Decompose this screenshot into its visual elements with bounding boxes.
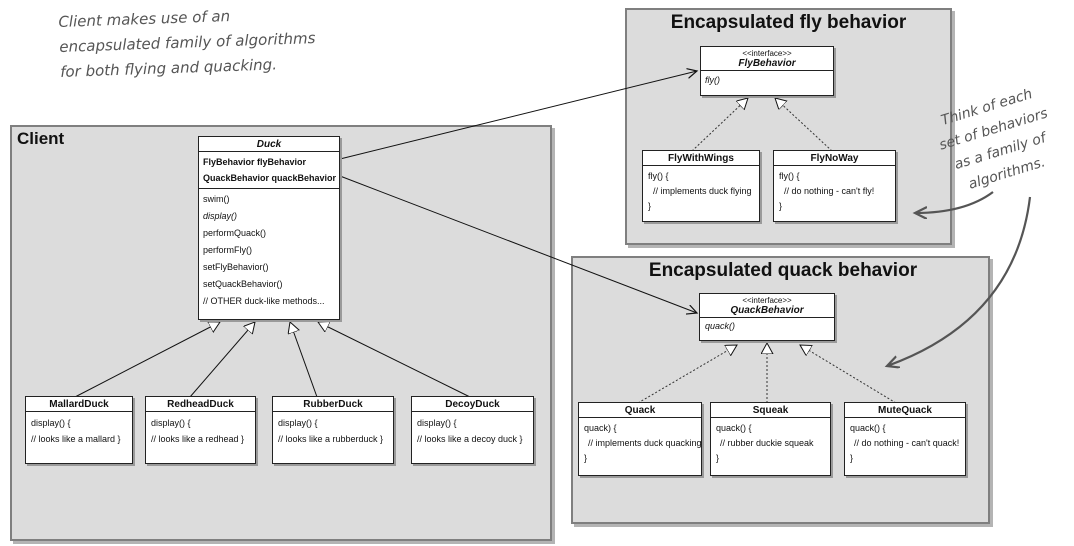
class-body-line: // looks like a redhead } [151, 434, 245, 444]
class-name: DecoyDuck [445, 399, 500, 410]
duck-method: performFly() [203, 245, 252, 255]
quack-class: Quack quack) { // implements duck quacki… [578, 402, 702, 476]
duck-method: swim() [203, 194, 230, 204]
class-body-line: } [584, 453, 588, 463]
rubber-inherit-line [290, 322, 318, 398]
duck-class-header: Duck [199, 137, 339, 152]
flynoway-realize-line [775, 98, 833, 152]
note-arrow-to-quack [887, 196, 1032, 366]
duck-methods: swim() display() performQuack() performF… [199, 189, 339, 312]
interface-name: FlyBehavior [738, 58, 796, 69]
class-body-line: // looks like a decoy duck } [417, 434, 523, 444]
class-body-line: // looks like a mallard } [31, 434, 121, 444]
class-body-line: display() { [31, 418, 71, 428]
class-body-line: // implements duck quacking [588, 438, 702, 448]
class-name: MallardDuck [49, 399, 109, 410]
quack-realize-line [637, 345, 737, 404]
class-body-line: quack() { [716, 423, 752, 433]
duck-class: Duck FlyBehavior flyBehavior QuackBehavi… [198, 136, 340, 320]
squeak-class: Squeak quack() { // rubber duckie squeak… [710, 402, 831, 476]
redhead-inherit-line [189, 322, 255, 398]
duck-fields: FlyBehavior flyBehavior QuackBehavior qu… [199, 152, 339, 189]
note-arrow-to-fly [915, 191, 994, 213]
class-body-line: // rubber duckie squeak [720, 438, 814, 448]
class-body-line: // looks like a rubberduck } [278, 434, 384, 444]
mutequack-realize-line [800, 345, 897, 404]
fly-association-arrow [339, 71, 697, 160]
duck-method: setQuackBehavior() [203, 279, 283, 289]
class-body-line: } [850, 453, 854, 463]
duck-class-name: Duck [256, 139, 282, 150]
mallard-duck-class: MallardDuck display() { // looks like a … [25, 396, 133, 464]
class-body-line: // do nothing - can't fly! [784, 186, 875, 196]
class-body-line: // implements duck flying [653, 186, 752, 196]
class-body-line: quack() { [850, 423, 886, 433]
client-panel-title: Client [17, 129, 65, 148]
class-body-line: fly() { [648, 171, 669, 181]
quack-association-arrow [339, 175, 697, 313]
interface-method: quack() [705, 321, 736, 331]
class-name: RubberDuck [303, 399, 363, 410]
fly-no-way-class: FlyNoWay fly() { // do nothing - can't f… [773, 150, 896, 222]
class-body-line: } [779, 201, 783, 211]
duck-field: QuackBehavior quackBehavior [203, 173, 337, 183]
class-body-line: fly() { [779, 171, 800, 181]
fly-behavior-interface: <<interface>> FlyBehavior fly() [700, 46, 834, 96]
mallard-inherit-line [74, 322, 220, 398]
class-name: MuteQuack [878, 405, 932, 416]
class-body-line: // do nothing - can't quack! [854, 438, 960, 448]
decoy-duck-class: DecoyDuck display() { // looks like a de… [411, 396, 534, 464]
quack-behavior-interface: <<interface>> QuackBehavior quack() [699, 293, 835, 341]
duck-method: display() [203, 211, 238, 221]
class-name: Squeak [752, 405, 789, 416]
interface-name: QuackBehavior [730, 305, 804, 316]
fly-with-wings-class: FlyWithWings fly() { // implements duck … [642, 150, 760, 222]
duck-field: FlyBehavior flyBehavior [203, 157, 307, 167]
class-body-line: display() { [417, 418, 457, 428]
mute-quack-class: MuteQuack quack() { // do nothing - can'… [844, 402, 966, 476]
class-body-line: quack) { [584, 423, 617, 433]
class-name: RedheadDuck [167, 399, 234, 410]
duck-method: setFlyBehavior() [203, 262, 269, 272]
interface-method: fly() [705, 75, 720, 85]
class-body-line: display() { [151, 418, 191, 428]
quack-panel-title: Encapsulated quack behavior [648, 260, 918, 281]
class-name: FlyWithWings [668, 153, 734, 164]
class-name: Quack [624, 405, 656, 416]
class-body-line: } [716, 453, 720, 463]
flywithwings-realize-line [691, 98, 748, 152]
interface-stereotype: <<interface>> [742, 49, 792, 58]
redhead-duck-class: RedheadDuck display() { // looks like a … [145, 396, 256, 464]
duck-method: // OTHER duck-like methods... [203, 296, 325, 306]
class-name: FlyNoWay [810, 153, 859, 164]
fly-panel-title: Encapsulated fly behavior [670, 12, 907, 33]
duck-method: performQuack() [203, 228, 267, 238]
interface-stereotype: <<interface>> [742, 296, 792, 305]
decoy-inherit-line [318, 322, 471, 398]
class-body-line: display() { [278, 418, 318, 428]
rubber-duck-class: RubberDuck display() { // looks like a r… [272, 396, 394, 464]
class-body-line: } [648, 201, 652, 211]
